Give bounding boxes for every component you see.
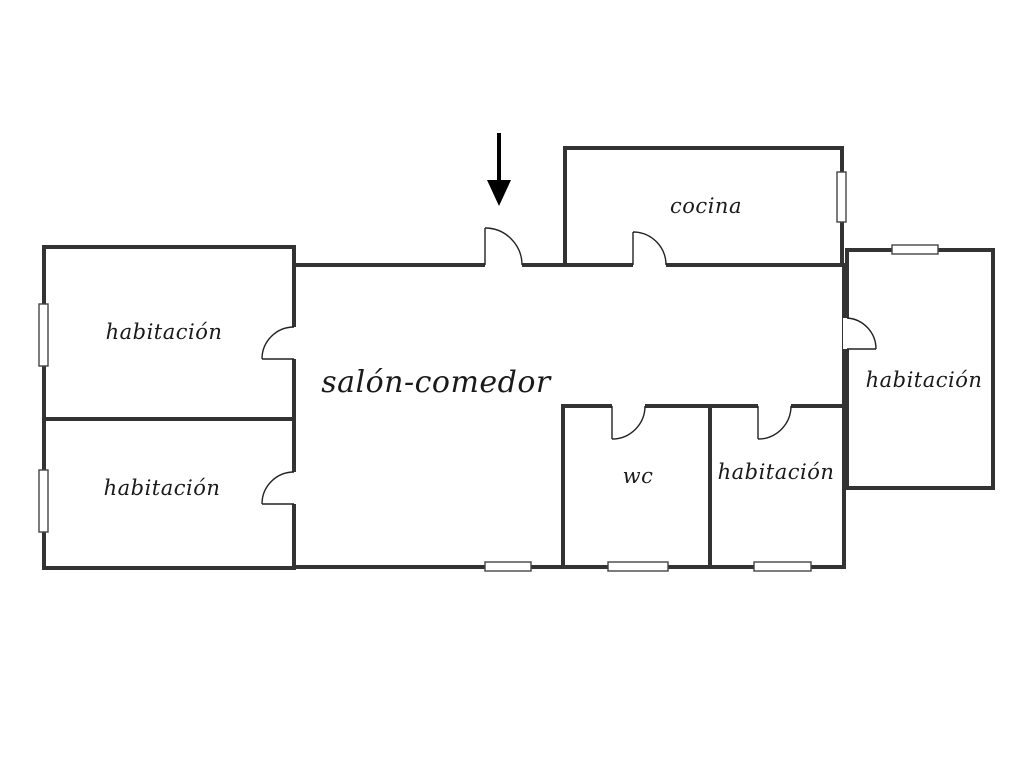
walls: [42, 146, 995, 570]
windows: [38, 171, 939, 572]
door-swing-icon: [261, 471, 298, 505]
door-swing-icon: [843, 317, 877, 350]
down-arrow-icon: [487, 133, 511, 206]
window-icon: [38, 469, 49, 533]
doors: [261, 227, 877, 505]
window-icon: [753, 561, 812, 572]
wall-salon-comedor: [292, 263, 846, 569]
room-label-habitacion-right: habitación: [866, 368, 983, 392]
window-icon: [38, 303, 49, 367]
wall-left-bedrooms: [42, 245, 296, 570]
room-label-habitacion-bottom-left: habitación: [104, 476, 221, 500]
room-label-habitacion-small: habitación: [718, 460, 835, 484]
window-icon: [891, 244, 939, 255]
window-icon: [836, 171, 847, 223]
door-swing-icon: [484, 227, 523, 269]
window-icon: [484, 561, 532, 572]
room-label-salon-comedor: salón-comedor: [321, 365, 552, 400]
door-swing-icon: [611, 402, 646, 440]
door-swing-icon: [261, 326, 298, 360]
room-label-habitacion-top-left: habitación: [106, 320, 223, 344]
door-swing-icon: [757, 402, 792, 440]
window-icon: [607, 561, 669, 572]
door-swing-icon: [632, 231, 667, 269]
room-label-cocina: cocina: [670, 194, 742, 218]
room-label-wc: wc: [623, 464, 654, 488]
